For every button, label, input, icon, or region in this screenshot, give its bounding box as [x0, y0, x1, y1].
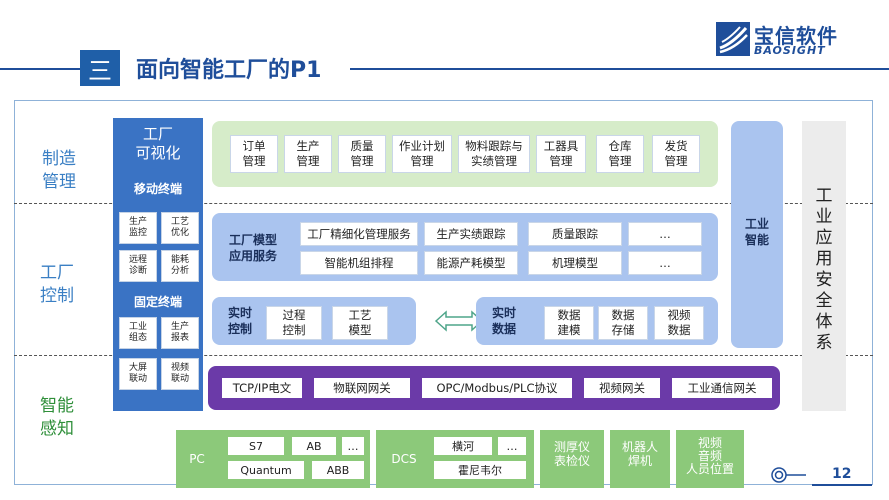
gateway-item: 视频网关: [584, 378, 660, 398]
page-title: 面向智能工厂的P1: [136, 58, 322, 83]
management-item: 工器具管理: [536, 135, 586, 173]
fixed-item: 大屏联动: [119, 358, 157, 390]
mobile-item: 能耗分析: [161, 250, 199, 282]
pc-item: ABB: [312, 461, 364, 479]
realtime-data-label: 实时数据: [492, 306, 517, 336]
gateway-item: OPC/Modbus/PLC协议: [422, 378, 572, 398]
page-number-rule: [812, 484, 872, 486]
management-item: 发货管理: [652, 135, 700, 173]
pc-item: S7: [228, 437, 284, 455]
baosight-logo-icon: [716, 22, 750, 56]
gateway-item: 工业通信网关: [672, 378, 772, 398]
gateway-item: 物联网网关: [314, 378, 410, 398]
factory-model-item: …: [628, 222, 702, 246]
industrial-intelligence-column: [731, 121, 783, 348]
fixed-item: 工业组态: [119, 317, 157, 349]
realtime-control-label: 实时控制: [228, 306, 253, 336]
device-group-label: 机器人焊机: [621, 440, 658, 468]
security-system-label: 工业应用安全体系: [815, 186, 833, 353]
management-item: 生产管理: [284, 135, 332, 173]
mobile-item: 生产监控: [119, 212, 157, 244]
dcs-item: 霍尼韦尔: [434, 461, 526, 479]
management-item: 质量管理: [338, 135, 386, 173]
divider-2: [14, 355, 873, 356]
factory-model-item: …: [628, 251, 702, 275]
factory-model-item: 生产实绩跟踪: [424, 222, 518, 246]
fixed-item: 视频联动: [161, 358, 199, 390]
security-system-column: [802, 121, 846, 411]
mobile-item: 远程诊断: [119, 250, 157, 282]
section-factory-control: 工厂 控制: [40, 263, 74, 306]
management-item: 物料跟踪与实绩管理: [458, 135, 530, 173]
factory-model-item: 工厂精细化管理服务: [300, 222, 418, 246]
page-number: 12: [832, 466, 852, 482]
mobile-item: 工艺优化: [161, 212, 199, 244]
factory-model-item: 机理模型: [528, 251, 622, 275]
pc-item: Quantum: [228, 461, 304, 479]
dcs-label: DCS: [391, 452, 417, 466]
realtime-data-item: 视频数据: [654, 306, 704, 340]
section-number: 三: [80, 50, 120, 86]
realtime-data-item: 数据存储: [598, 306, 648, 340]
pc-label: PC: [189, 452, 205, 466]
device-group-label: 测厚仪表检仪: [553, 440, 590, 468]
device-group: [676, 430, 744, 488]
realtime-data-item: 数据建模: [544, 306, 594, 340]
factory-model-item: 智能机组排程: [300, 251, 418, 275]
mobile-terminal-label: 移动终端: [133, 182, 182, 196]
factory-model-item: 质量跟踪: [528, 222, 622, 246]
realtime-control-item: 工艺模型: [332, 306, 388, 340]
realtime-control-item: 过程控制: [266, 306, 322, 340]
dcs-item: 横河: [434, 437, 492, 455]
page-indicator-icon: [771, 467, 806, 483]
device-group-label: 视频音频人员位置: [685, 436, 734, 476]
management-item: 作业计划管理: [392, 135, 452, 173]
factory-model-label: 工厂模型应用服务: [229, 233, 278, 263]
header-rule-left: [0, 68, 80, 70]
pc-item: …: [342, 437, 364, 455]
section-smart-sensing: 智能 感知: [40, 396, 74, 439]
dcs-item: …: [498, 437, 526, 455]
factory-model-item: 能源产耗模型: [424, 251, 518, 275]
logo-chinese: 宝信软件: [754, 24, 838, 48]
header-rule-right: [350, 68, 889, 70]
management-item: 仓库管理: [596, 135, 644, 173]
device-group: [610, 430, 670, 488]
industrial-intelligence-label: 工业智能: [744, 217, 769, 247]
device-group: [540, 430, 604, 488]
section-manufacturing: 制造 管理: [42, 149, 76, 192]
fixed-terminal-label: 固定终端: [133, 295, 182, 309]
pc-item: AB: [292, 437, 336, 455]
management-item: 订单管理: [230, 135, 278, 173]
factory-visualization-column: 工厂 可视化 移动终端 生产监控 工艺优化 远程诊断 能耗分析 固定终端 工业组…: [113, 118, 203, 411]
divider-1: [14, 203, 873, 204]
logo-english: BAOSIGHT: [754, 44, 826, 57]
visualization-title: 工厂 可视化: [135, 125, 181, 162]
gateway-item: TCP/IP电文: [222, 378, 302, 398]
fixed-item: 生产报表: [161, 317, 199, 349]
